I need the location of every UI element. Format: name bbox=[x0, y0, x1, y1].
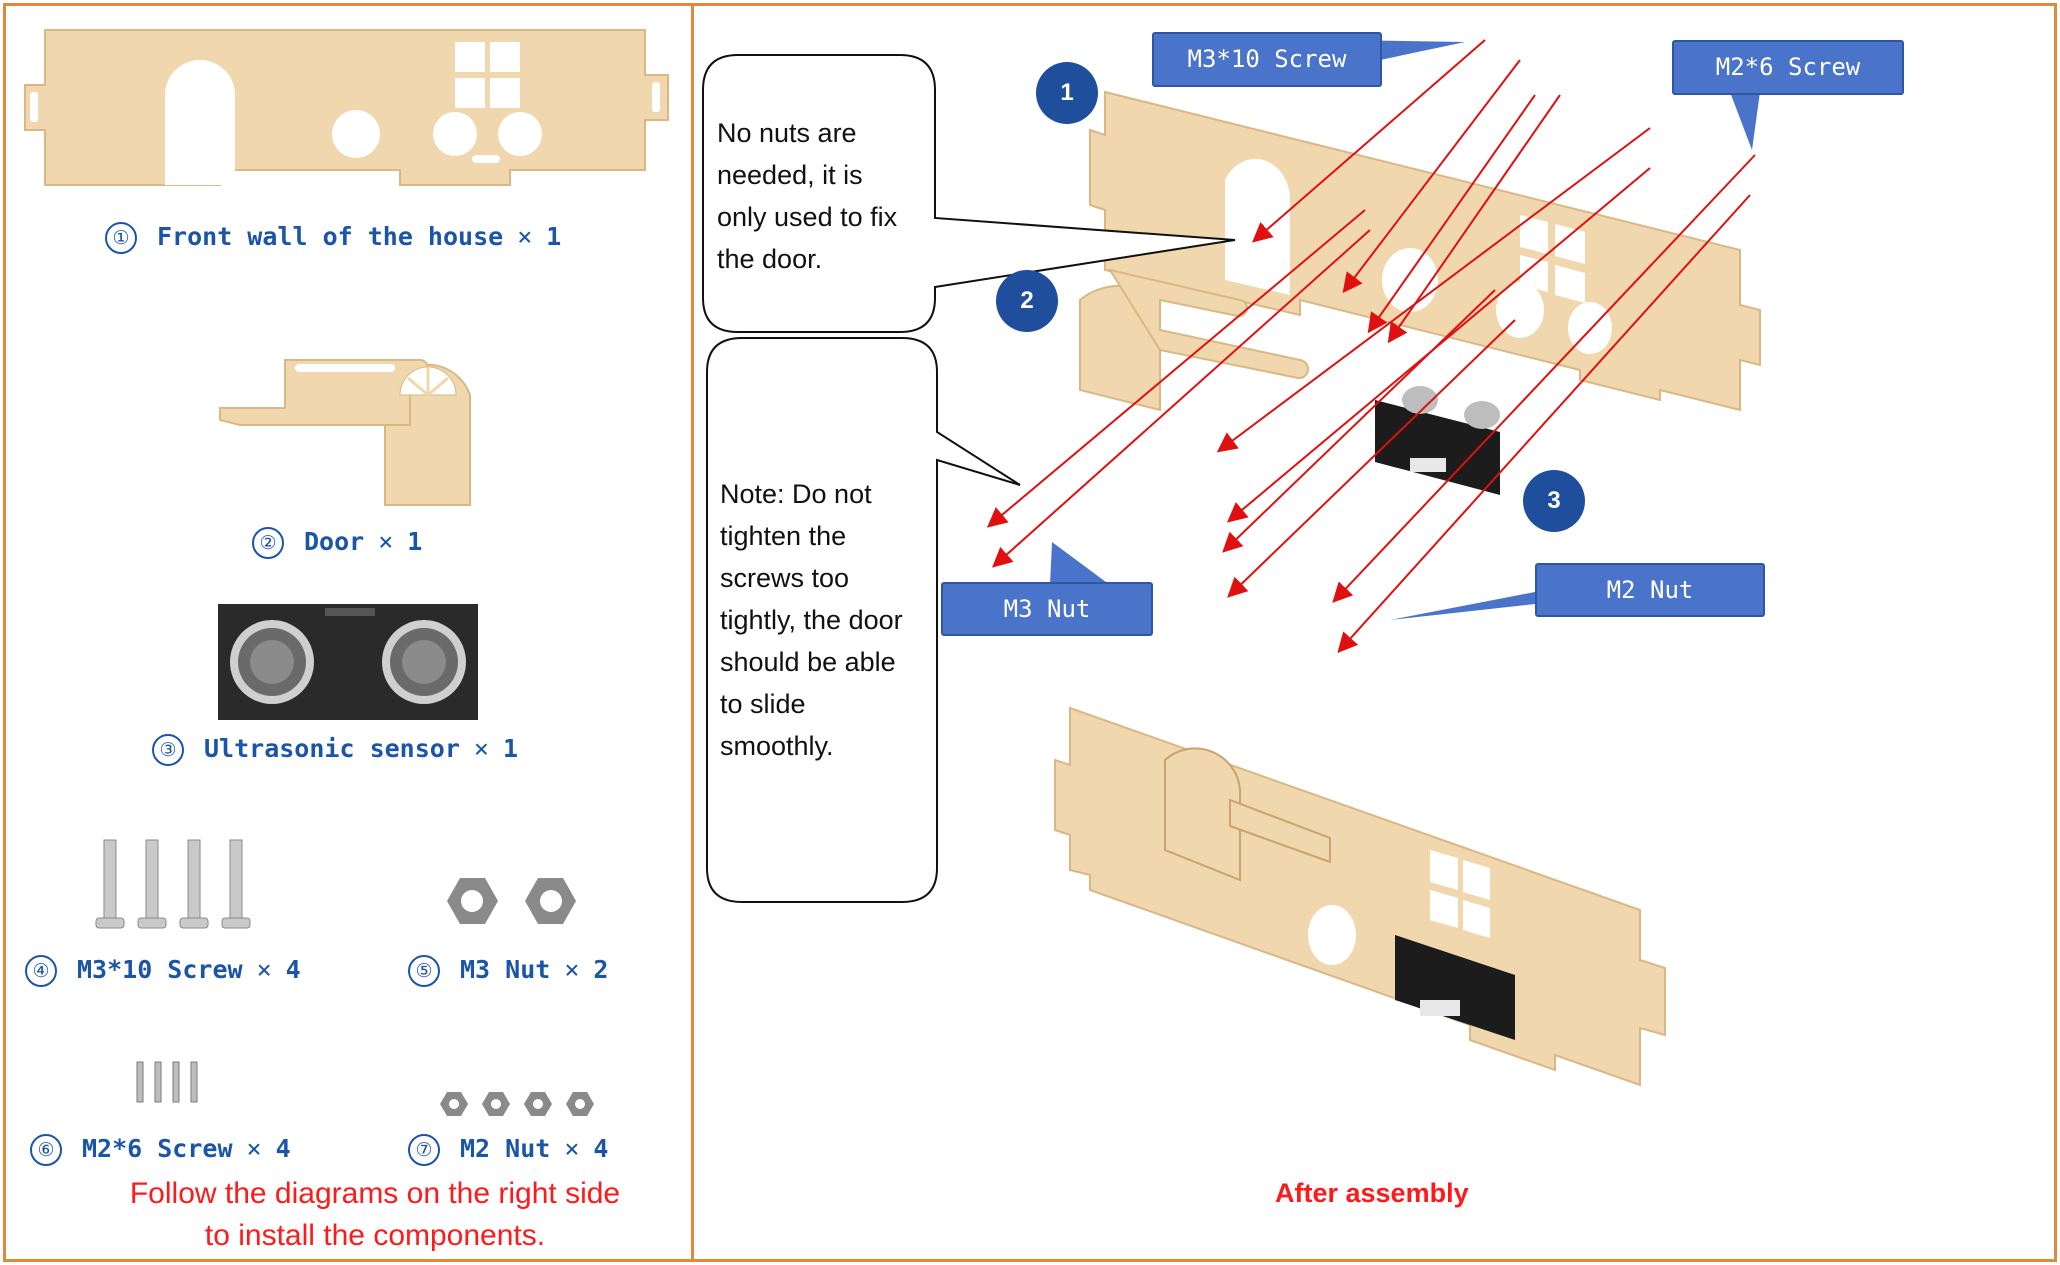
callout-m2-screw: M2*6 Screw bbox=[1672, 40, 1904, 95]
callout-pointer-m2-nut bbox=[1390, 592, 1535, 620]
part-number-badge: ⑤ bbox=[408, 955, 440, 987]
times-sign: × bbox=[564, 1134, 580, 1163]
bubble-line: Note: Do not bbox=[720, 479, 872, 509]
bubble-tighten-note-text: Note: Do not tighten the screws too tigh… bbox=[720, 473, 903, 767]
bubble-line: only used to fix bbox=[717, 202, 898, 232]
part-name: M3 Nut bbox=[460, 955, 551, 984]
install-instruction-line1: Follow the diagrams on the right side bbox=[129, 1177, 621, 1210]
door-image bbox=[219, 359, 471, 506]
bubble-tighten-note bbox=[706, 337, 1021, 903]
bubble-line: smoothly. bbox=[720, 731, 834, 761]
part-number-badge: ② bbox=[252, 527, 284, 559]
part-name: M3*10 Screw bbox=[77, 955, 243, 984]
m3-nuts-image bbox=[447, 878, 576, 924]
part-label-ultrasonic-sensor: ③ Ultrasonic sensor × 1 bbox=[152, 734, 518, 766]
part-label-m3-nut: ⑤ M3 Nut × 2 bbox=[408, 955, 608, 987]
part-label-m3-screw: ④ M3*10 Screw × 4 bbox=[25, 955, 301, 987]
ultrasonic-sensor-image bbox=[218, 604, 478, 720]
after-assembly-label: After assembly bbox=[1275, 1178, 1469, 1208]
part-name: M2 Nut bbox=[460, 1134, 551, 1163]
bubble-line: should be able bbox=[720, 647, 896, 677]
bubble-line: to slide bbox=[720, 689, 806, 719]
install-instruction-line2: to install the components. bbox=[204, 1219, 546, 1252]
callout-pointer-m3-nut bbox=[1050, 542, 1110, 585]
times-sign: × bbox=[256, 955, 272, 984]
step-2-badge: 2 bbox=[996, 270, 1058, 332]
part-qty: 1 bbox=[502, 734, 518, 763]
part-label-m2-screw: ⑥ M2*6 Screw × 4 bbox=[30, 1134, 291, 1166]
times-sign: × bbox=[246, 1134, 262, 1163]
callout-m2-nut: M2 Nut bbox=[1535, 563, 1765, 617]
part-name: M2*6 Screw bbox=[82, 1134, 233, 1163]
part-number-badge: ③ bbox=[152, 734, 184, 766]
part-qty: 4 bbox=[593, 1134, 609, 1163]
m3-screws-image bbox=[95, 839, 251, 929]
step-1-badge: 1 bbox=[1036, 62, 1098, 124]
step-3-badge: 3 bbox=[1523, 470, 1585, 532]
assembled-wall-image bbox=[1054, 706, 1666, 1087]
callout-m3-nut: M3 Nut bbox=[941, 582, 1153, 636]
callout-pointer-m2-screw bbox=[1730, 92, 1760, 150]
part-name: Door bbox=[304, 527, 365, 556]
exploded-door-image bbox=[1079, 268, 1309, 412]
times-sign: × bbox=[378, 527, 394, 556]
bubble-line: No nuts are bbox=[717, 118, 857, 148]
part-qty: 4 bbox=[285, 955, 301, 984]
part-number-badge: ⑦ bbox=[408, 1134, 440, 1166]
bubble-line: tightly, the door bbox=[720, 605, 903, 635]
bubble-line: tighten the bbox=[720, 521, 847, 551]
bubble-door-fix-text: No nuts are needed, it is only used to f… bbox=[717, 112, 897, 280]
front-wall-image bbox=[24, 29, 669, 186]
assembly-arrows bbox=[986, 39, 1756, 653]
install-instruction-note: Follow the diagrams on the right side to… bbox=[90, 1173, 660, 1257]
part-name: Front wall of the house bbox=[157, 222, 504, 251]
part-label-m2-nut: ⑦ M2 Nut × 4 bbox=[408, 1134, 608, 1166]
bubble-line: screws too bbox=[720, 563, 850, 593]
times-sign: × bbox=[564, 955, 580, 984]
m2-nuts-image bbox=[440, 1092, 594, 1116]
times-sign: × bbox=[517, 222, 533, 251]
callout-m3-screw: M3*10 Screw bbox=[1152, 32, 1382, 87]
m2-screws-image bbox=[136, 1061, 198, 1103]
part-qty: 1 bbox=[546, 222, 562, 251]
part-number-badge: ① bbox=[105, 222, 137, 254]
bubble-line: needed, it is bbox=[717, 160, 863, 190]
part-number-badge: ⑥ bbox=[30, 1134, 62, 1166]
part-qty: 2 bbox=[593, 955, 609, 984]
part-qty: 4 bbox=[275, 1134, 291, 1163]
times-sign: × bbox=[473, 734, 489, 763]
assembly-panel bbox=[691, 3, 2057, 1262]
part-label-front-wall: ① Front wall of the house × 1 bbox=[105, 222, 561, 254]
part-number-badge: ④ bbox=[25, 955, 57, 987]
bubble-door-fix bbox=[702, 54, 1236, 333]
part-qty: 1 bbox=[407, 527, 423, 556]
bubble-line: the door. bbox=[717, 244, 823, 274]
part-label-door: ② Door × 1 bbox=[252, 527, 422, 559]
part-name: Ultrasonic sensor bbox=[204, 734, 460, 763]
